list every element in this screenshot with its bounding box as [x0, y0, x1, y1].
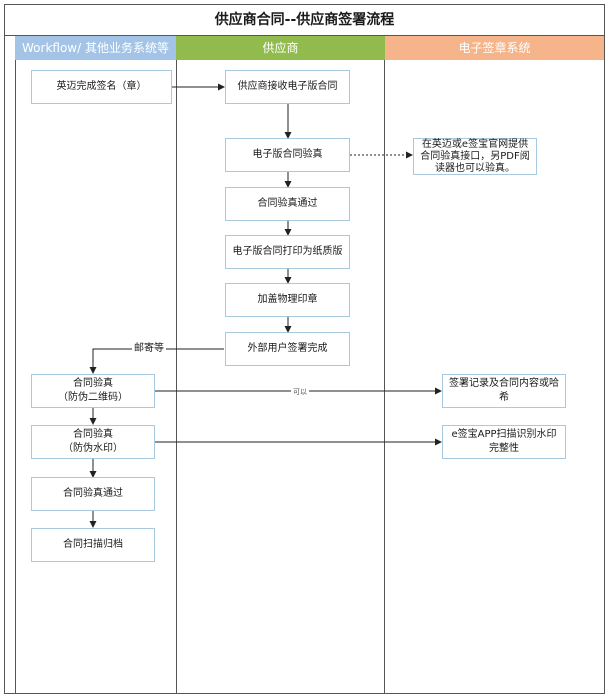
node-verify-e[interactable]: 电子版合同验真: [225, 138, 350, 172]
node-platform-note[interactable]: 在英迈或e签宝官网提供合同验真接口，另PDF阅读器也可以验真。: [413, 138, 537, 175]
edge-label-optional: 可以: [291, 386, 309, 398]
lane-supplier: [176, 60, 385, 694]
node-verify-pass-1[interactable]: 合同验真通过: [225, 187, 350, 221]
node-yingmai-sign[interactable]: 英迈完成签名（章）: [31, 70, 172, 104]
node-app-scan[interactable]: e签宝APP扫描识别水印完整性: [442, 425, 566, 459]
node-sign-record[interactable]: 签署记录及合同内容或哈希: [442, 374, 566, 408]
lane-workflow: [15, 60, 176, 694]
edge-label-mail: 邮寄等: [132, 343, 166, 355]
edge-sign-to-qr: [89, 348, 224, 374]
diagram-title: 供应商合同--供应商签署流程: [4, 4, 605, 36]
node-receive-contract[interactable]: 供应商接收电子版合同: [225, 70, 350, 104]
lane-header-supplier: 供应商: [176, 36, 385, 60]
node-print-paper[interactable]: 电子版合同打印为纸质版: [225, 235, 350, 269]
node-external-sign[interactable]: 外部用户签署完成: [225, 332, 350, 366]
node-verify-watermark[interactable]: 合同验真 （防伪水印）: [31, 425, 155, 459]
node-verify-pass-2[interactable]: 合同验真通过: [31, 477, 155, 511]
lane-header-esign: 电子签章系统: [385, 36, 604, 60]
node-verify-qr[interactable]: 合同验真 （防伪二维码）: [31, 374, 155, 408]
diagram-frame: [4, 4, 605, 694]
node-scan-archive[interactable]: 合同扫描归档: [31, 528, 155, 562]
lane-header-workflow: Workflow/ 其他业务系统等: [15, 36, 176, 60]
node-stamp[interactable]: 加盖物理印章: [225, 283, 350, 317]
